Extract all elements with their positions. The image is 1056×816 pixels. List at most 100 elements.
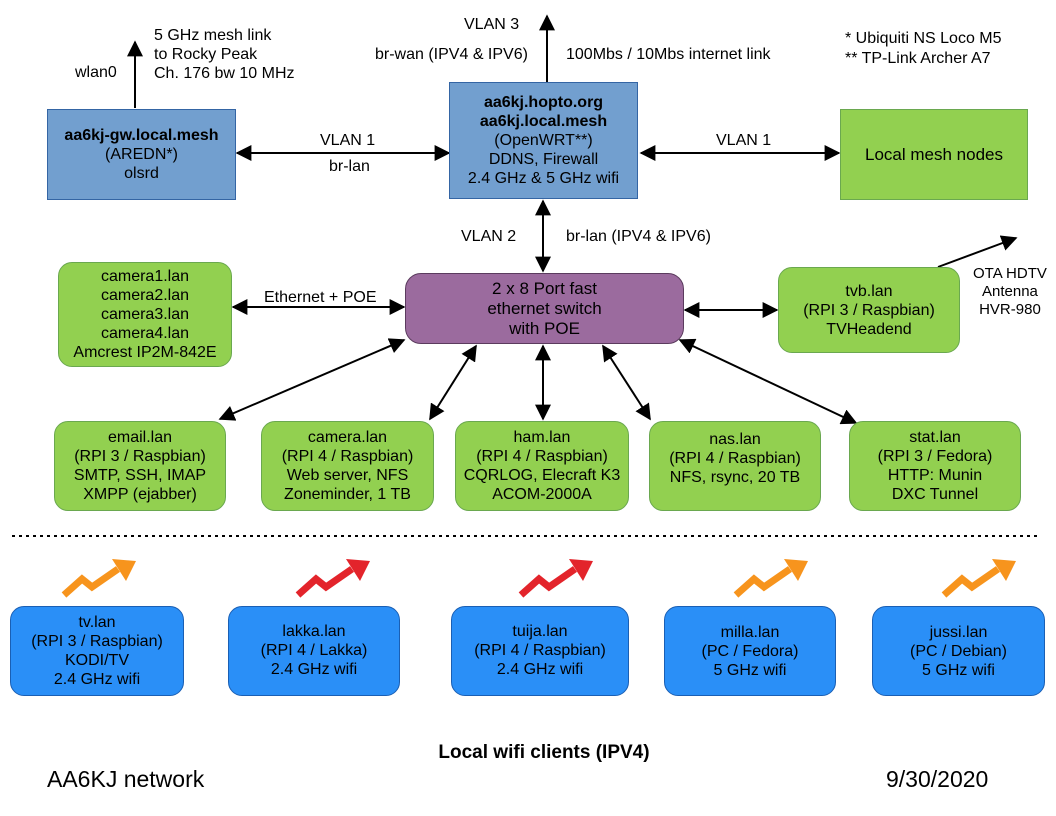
camera-hardware: (RPI 4 / Raspbian): [281, 448, 414, 465]
lakka-hardware: (RPI 4 / Lakka): [260, 642, 368, 659]
nas-services: NFS, rsync, 20 TB: [669, 469, 801, 486]
router-ddns-name: aa6kj.hopto.org: [483, 94, 604, 111]
router-mesh-name: aa6kj.local.mesh: [479, 113, 608, 130]
gateway-node: aa6kj-gw.local.mesh (AREDN*) olsrd: [47, 109, 236, 200]
milla-wifi: 5 GHz wifi: [713, 661, 787, 679]
jussi-hardware: (PC / Debian): [910, 642, 1007, 660]
vlan3-label: VLAN 3: [464, 16, 520, 33]
stat-server-node: stat.lan (RPI 3 / Fedora) HTTP: Munin DX…: [849, 421, 1021, 511]
jussi-hostname: jussi.lan: [929, 623, 988, 641]
zigzag-arrow-icon: [941, 559, 1016, 598]
mesh-link-line-1: 5 GHz mesh link: [154, 27, 272, 44]
lakka-client-node: lakka.lan (RPI 4 / Lakka) 2.4 GHz wifi: [228, 606, 400, 696]
gateway-routing: olsrd: [124, 165, 159, 182]
milla-client-node: milla.lan (PC / Fedora) 5 GHz wifi: [664, 606, 836, 696]
switch-node: 2 x 8 Port fast ethernet switch with POE: [405, 273, 684, 344]
tv-client-node: tv.lan (RPI 3 / Raspbian) KODI/TV 2.4 GH…: [10, 606, 184, 696]
lakka-hostname: lakka.lan: [282, 623, 346, 640]
footnote-ubiquiti: * Ubiquiti NS Loco M5: [845, 30, 1002, 47]
ota-antenna-label: OTA HDTV Antenna HVR-980: [973, 265, 1047, 319]
camera3-label: camera3.lan: [100, 306, 190, 323]
ham-hostname: ham.lan: [513, 429, 571, 446]
switch-line-2: ethernet switch: [487, 298, 602, 318]
zigzag-arrow-icon: [518, 559, 593, 598]
vlan1-left-label: VLAN 1: [320, 132, 376, 149]
internet-link-label: 100Mbs / 10Mbs internet link: [566, 46, 771, 63]
lakka-wifi: 2.4 GHz wifi: [270, 661, 358, 678]
tuija-wifi: 2.4 GHz wifi: [496, 661, 584, 678]
mesh-link-line-3: Ch. 176 bw 10 MHz: [154, 65, 295, 82]
camera-hostname: camera.lan: [307, 429, 388, 446]
email-services-1: SMTP, SSH, IMAP: [73, 467, 207, 484]
email-services-2: XMPP (ejabber): [83, 486, 197, 503]
tv-hardware: (RPI 3 / Raspbian): [31, 633, 163, 650]
ham-services-1: CQRLOG, Elecraft K3: [463, 467, 621, 484]
network-name: AA6KJ network: [47, 766, 205, 792]
tv-wifi: 2.4 GHz wifi: [53, 671, 141, 688]
router-node: aa6kj.hopto.org aa6kj.local.mesh (OpenWR…: [449, 82, 638, 199]
camera1-label: camera1.lan: [100, 268, 190, 285]
switch-line-3: with POE: [509, 318, 580, 338]
email-hardware: (RPI 3 / Raspbian): [74, 448, 206, 465]
stat-hostname: stat.lan: [909, 429, 961, 446]
nas-hostname: nas.lan: [709, 431, 761, 448]
zigzag-arrow-icon: [733, 559, 808, 598]
mesh-link-line-2: to Rocky Peak: [154, 46, 258, 63]
eth-poe-label: Ethernet + POE: [264, 289, 377, 306]
ota-line-3: HVR-980: [979, 301, 1041, 318]
diagram-date: 9/30/2020: [886, 766, 989, 792]
gateway-name: aa6kj-gw.local.mesh: [64, 127, 219, 144]
footnote-tplink: ** TP-Link Archer A7: [845, 50, 991, 67]
tuija-hardware: (RPI 4 / Raspbian): [474, 642, 606, 659]
email-server-node: email.lan (RPI 3 / Raspbian) SMTP, SSH, …: [54, 421, 226, 511]
router-firmware: (OpenWRT**): [494, 132, 593, 149]
tvb-service: TVHeadend: [826, 320, 912, 338]
stat-services-1: HTTP: Munin: [887, 467, 983, 484]
zigzag-arrow-icon: [295, 559, 370, 598]
nas-hardware: (RPI 4 / Raspbian): [669, 450, 801, 467]
nas-arrow: [602, 344, 651, 421]
tv-hostname: tv.lan: [78, 614, 116, 631]
camera-model: Amcrest IP2M-842E: [73, 344, 217, 361]
tvb-node: tvb.lan (RPI 3 / Raspbian) TVHeadend: [778, 267, 960, 353]
mesh-nodes-box: Local mesh nodes: [840, 109, 1028, 200]
br-lan-ipv-label: br-lan (IPV4 & IPV6): [566, 228, 711, 245]
cameras-node: camera1.lan camera2.lan camera3.lan came…: [58, 262, 232, 367]
wifi-clients-title: Local wifi clients (IPV4): [438, 742, 650, 763]
vlan1-right-label: VLAN 1: [716, 132, 772, 149]
zigzag-arrow-icon: [61, 559, 136, 598]
router-wifi: 2.4 GHz & 5 GHz wifi: [467, 170, 620, 187]
milla-hardware: (PC / Fedora): [701, 642, 799, 660]
jussi-wifi: 5 GHz wifi: [922, 661, 995, 679]
camera2-label: camera2.lan: [100, 287, 190, 304]
br-lan-label: br-lan: [329, 158, 370, 175]
ham-server-node: ham.lan (RPI 4 / Raspbian) CQRLOG, Elecr…: [455, 421, 629, 511]
antenna-arrow: [937, 235, 1018, 268]
stat-hardware: (RPI 3 / Fedora): [877, 448, 993, 465]
router-services: DDNS, Firewall: [488, 151, 599, 168]
camera-services-1: Web server, NFS: [286, 467, 409, 484]
email-hostname: email.lan: [107, 429, 173, 446]
camera-services-2: Zoneminder, 1 TB: [284, 486, 411, 503]
jussi-client-node: jussi.lan (PC / Debian) 5 GHz wifi: [872, 606, 1045, 696]
tv-software: KODI/TV: [64, 652, 129, 669]
tvb-hardware: (RPI 3 / Raspbian): [803, 301, 935, 319]
tuija-hostname: tuija.lan: [512, 623, 568, 640]
mesh-link-label: 5 GHz mesh link to Rocky Peak Ch. 176 bw…: [154, 26, 295, 83]
mesh-nodes-label: Local mesh nodes: [865, 145, 1003, 164]
tuija-client-node: tuija.lan (RPI 4 / Raspbian) 2.4 GHz wif…: [451, 606, 629, 696]
wlan0-label: wlan0: [75, 64, 117, 81]
vlan2-label: VLAN 2: [461, 228, 517, 245]
camera4-label: camera4.lan: [100, 325, 190, 342]
ham-hardware: (RPI 4 / Raspbian): [476, 448, 608, 465]
ham-services-2: ACOM-2000A: [492, 486, 592, 503]
ota-line-2: Antenna: [982, 283, 1038, 300]
milla-hostname: milla.lan: [720, 623, 780, 641]
camera-arrow: [429, 344, 477, 421]
stat-services-2: DXC Tunnel: [891, 486, 979, 503]
nas-server-node: nas.lan (RPI 4 / Raspbian) NFS, rsync, 2…: [649, 421, 821, 511]
ota-line-1: OTA HDTV: [973, 265, 1047, 282]
tvb-hostname: tvb.lan: [845, 282, 893, 300]
gateway-firmware: (AREDN*): [105, 146, 178, 163]
email-arrow: [218, 338, 406, 421]
